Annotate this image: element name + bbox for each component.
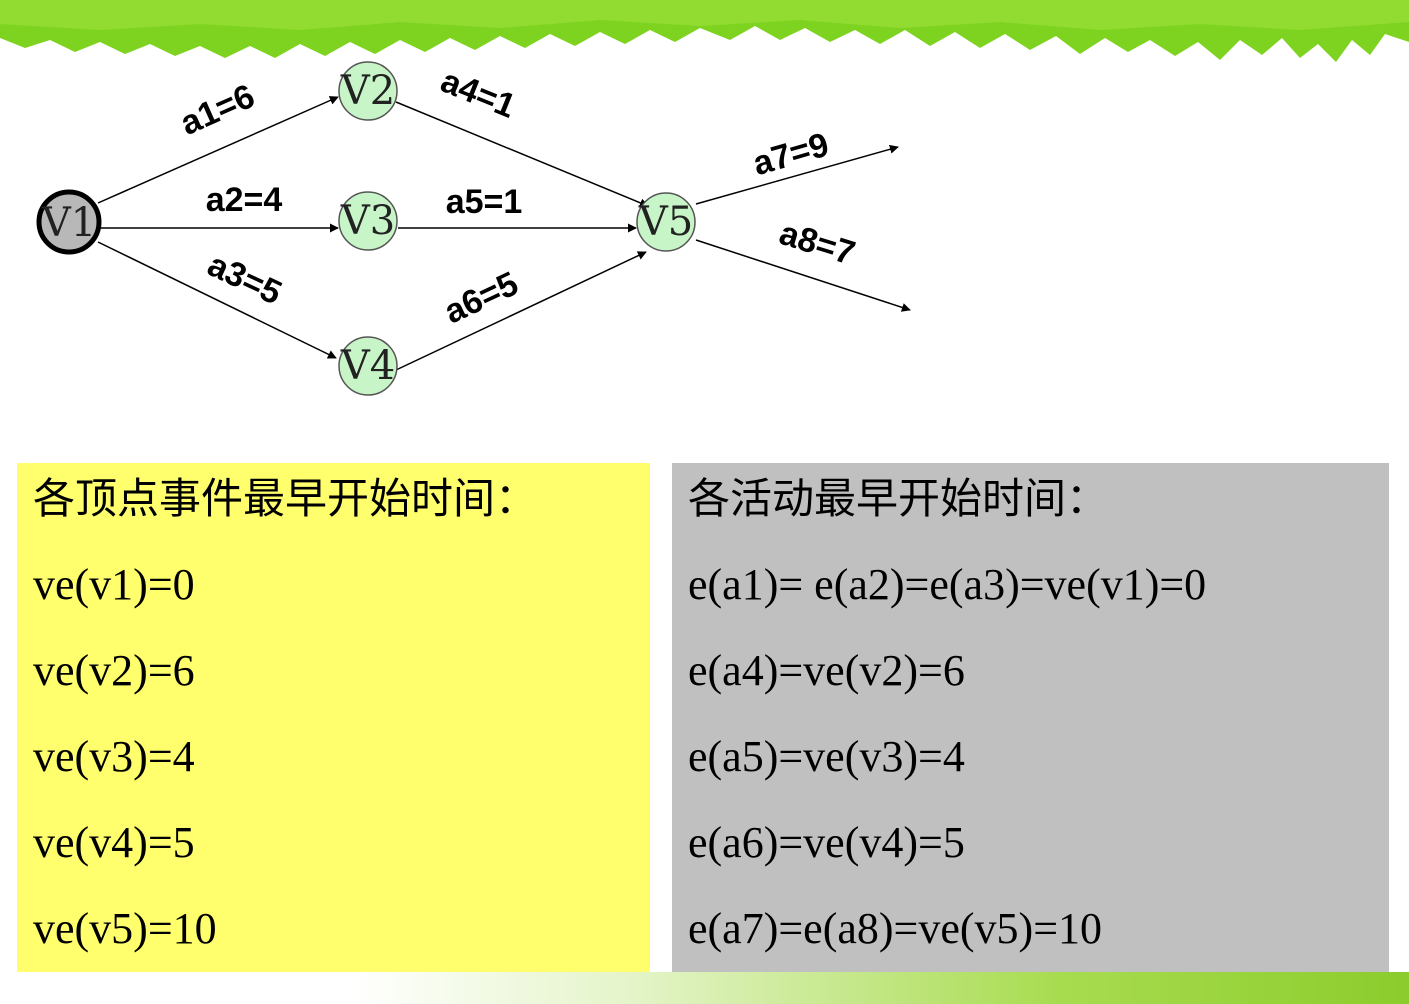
edge-label-a5: a5=1 [446, 183, 523, 221]
vertex-time-line: ve(v3)=4 [33, 732, 195, 781]
edge-label-a2: a2=4 [206, 181, 283, 219]
node-v5: V5 [636, 192, 696, 252]
activity-time-line: e(a5)=ve(v3)=4 [688, 732, 965, 781]
node-label-v5: V5 [638, 199, 693, 245]
edge-a3 [97, 241, 337, 359]
edge-a8 [695, 239, 911, 312]
edge-label-a1: a1=6 [175, 77, 260, 143]
edge-a4 [395, 101, 649, 208]
edge-a7 [695, 144, 899, 205]
edge-a1 [97, 96, 339, 204]
vertex-time-line: ve(v4)=5 [33, 818, 195, 867]
node-label-v3: V3 [340, 198, 395, 244]
aoe-network-diagram: a1=6 a2=4 a3=5 a4=1 a5=1 a6=5 a7=9 a8=7 … [36, 61, 911, 396]
activity-time-line: e(a4)=ve(v2)=6 [688, 646, 965, 695]
node-v1: V1 [36, 189, 102, 255]
node-v2: V2 [338, 61, 398, 121]
activity-time-line: e(a6)=ve(v4)=5 [688, 818, 965, 867]
edge-a6 [395, 251, 647, 371]
vertex-time-line: ve(v1)=0 [33, 560, 195, 609]
bottom-gradient-band [0, 972, 1409, 1004]
vertex-panel-title: 各顶点事件最早开始时间： [33, 474, 538, 523]
edge-label-a7: a7=9 [749, 126, 833, 184]
edge-label-a3: a3=5 [202, 246, 287, 313]
vertex-earliest-time-panel: 各顶点事件最早开始时间： ve(v1)=0 ve(v2)=6 ve(v3)=4 … [17, 463, 650, 972]
edge-label-a4: a4=1 [435, 62, 520, 126]
activity-earliest-time-panel: 各活动最早开始时间： e(a1)= e(a2)=e(a3)=ve(v1)=0 e… [672, 463, 1389, 972]
edge-label-a6: a6=5 [439, 265, 524, 332]
vertex-time-line: ve(v2)=6 [33, 646, 195, 695]
node-v4: V4 [338, 336, 398, 396]
node-label-v1: V1 [41, 200, 96, 246]
activity-panel-title: 各活动最早开始时间： [688, 474, 1109, 523]
activity-time-line: e(a1)= e(a2)=e(a3)=ve(v1)=0 [688, 560, 1207, 609]
node-label-v4: V4 [340, 343, 395, 389]
node-label-v2: V2 [340, 68, 395, 114]
node-v3: V3 [338, 191, 398, 251]
vertex-time-line: ve(v5)=10 [33, 904, 217, 953]
activity-time-line: e(a7)=e(a8)=ve(v5)=10 [688, 904, 1103, 953]
edge-label-a8: a8=7 [775, 214, 859, 273]
grass-border-decoration [0, 0, 1409, 62]
